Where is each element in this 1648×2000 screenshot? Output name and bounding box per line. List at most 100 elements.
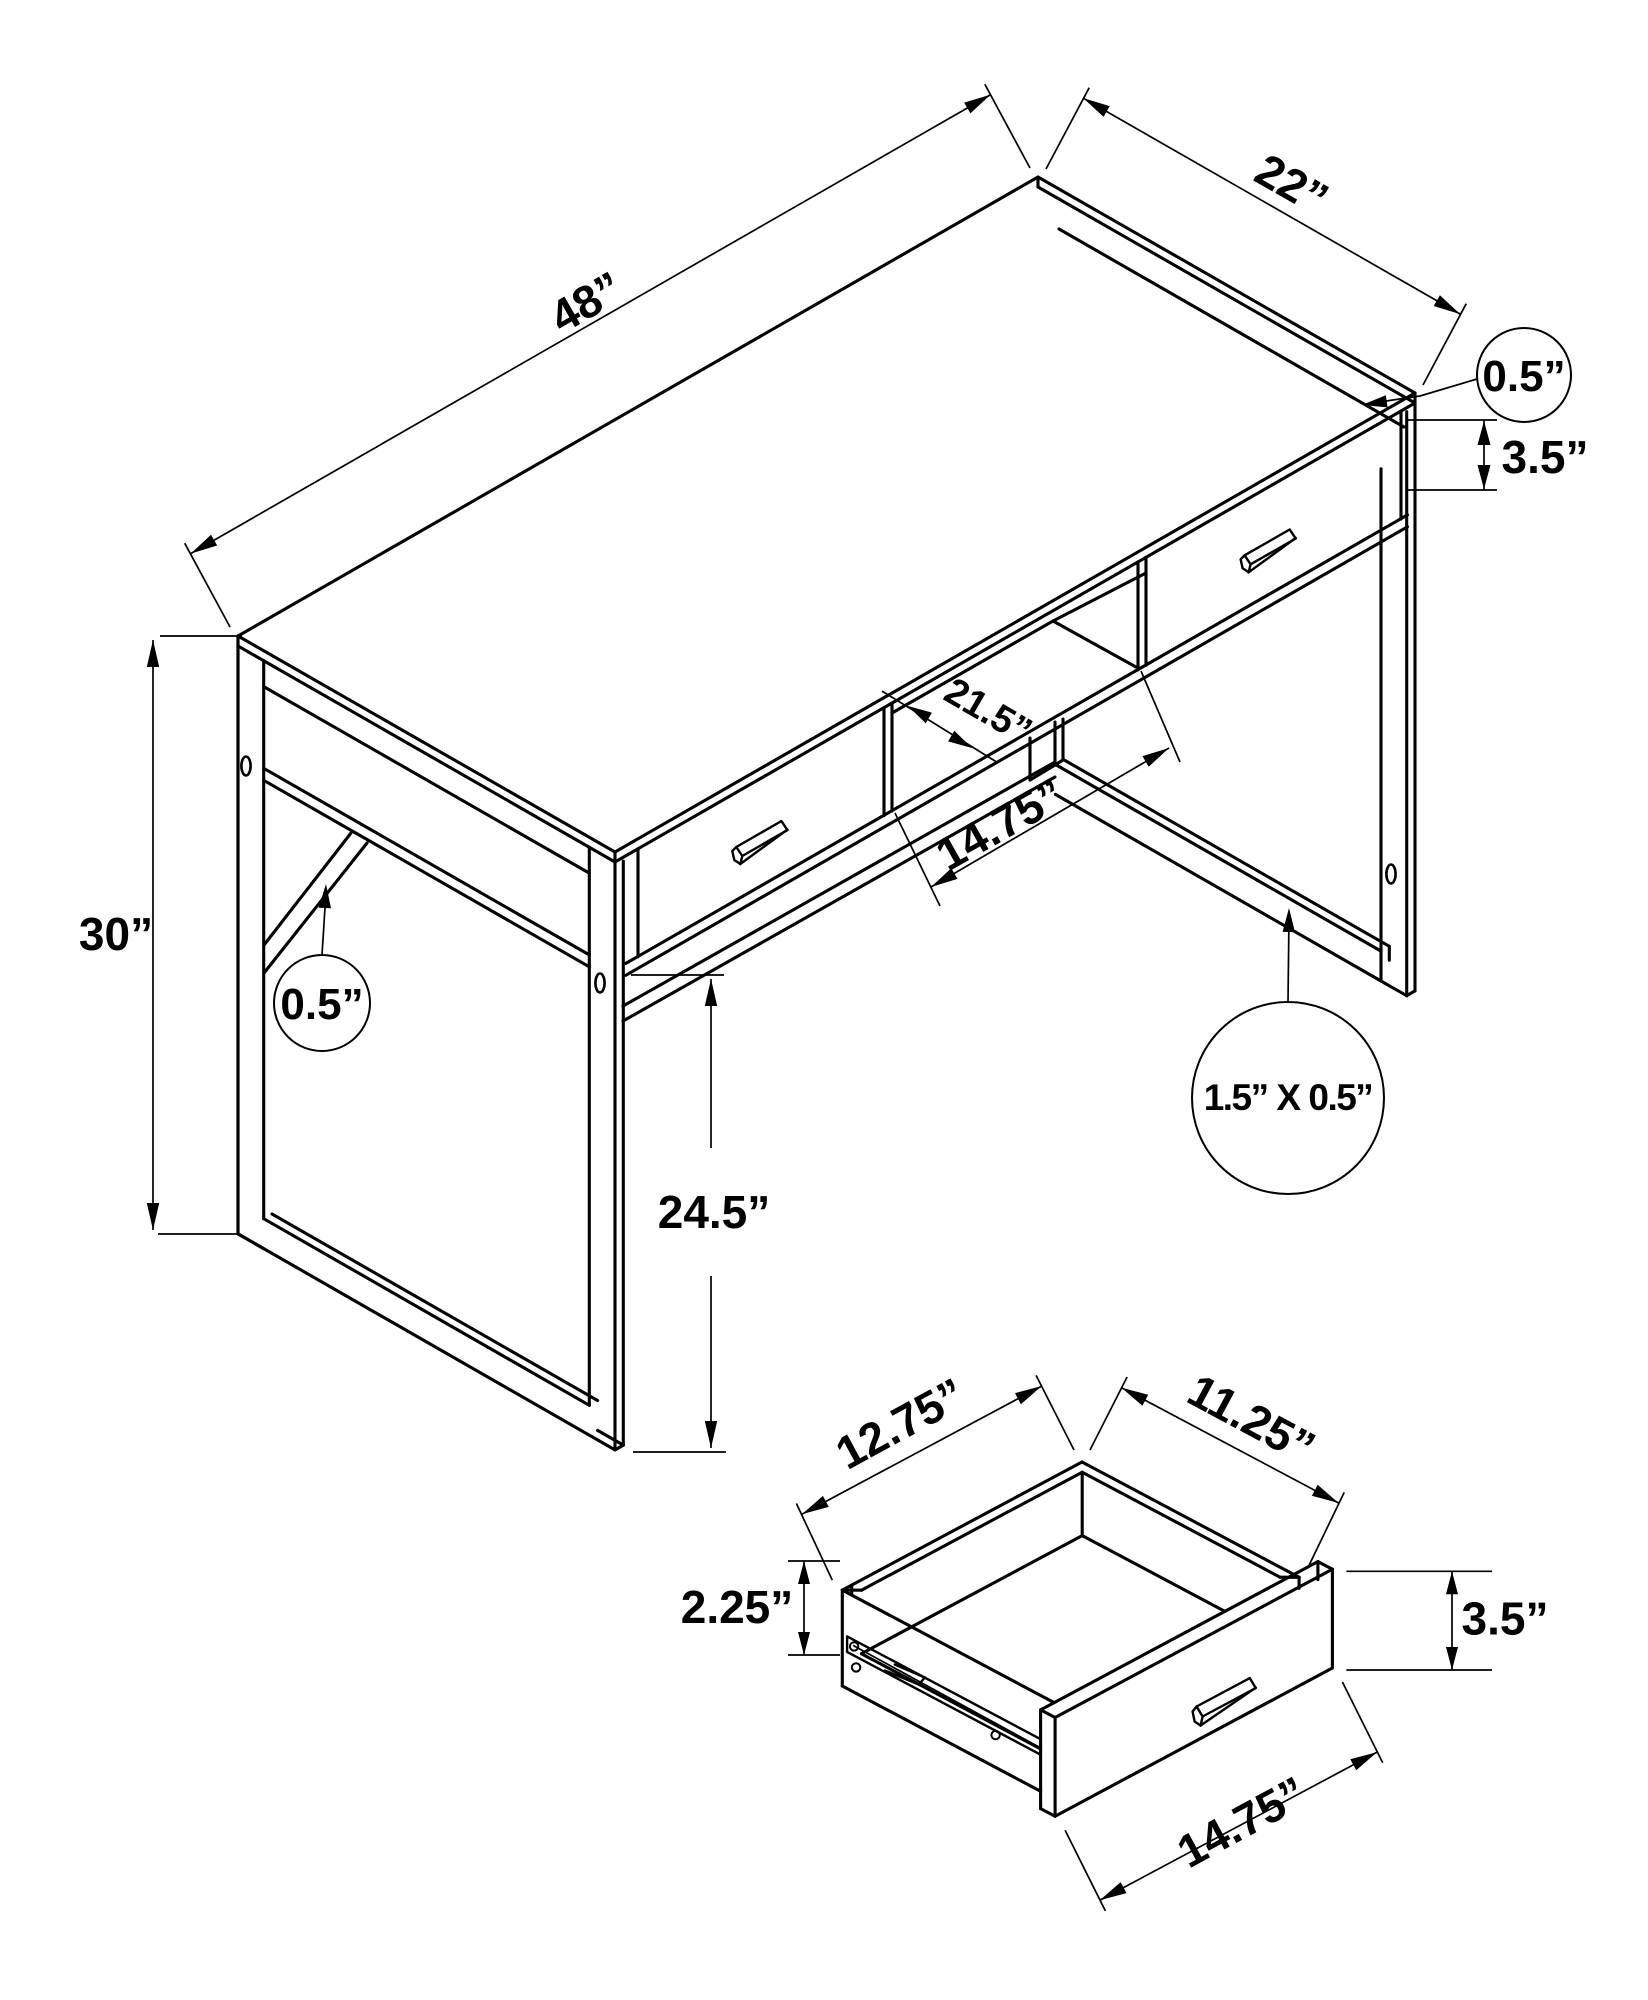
right-rail-inner-top xyxy=(1053,762,1383,953)
callout-top-thickness-leader xyxy=(1419,378,1478,397)
drawer-detail-view: 12.75” 11.25” 2.25” 3.5” 14.75” xyxy=(681,1364,1549,1912)
dim-22-ext-2 xyxy=(1422,303,1467,386)
dim-arrowhead xyxy=(1142,748,1169,767)
left-back-leg-bottom-cap xyxy=(236,1232,266,1251)
screw-hole-mark xyxy=(240,755,252,777)
screw-hole-mark xyxy=(1385,863,1397,885)
drawer-panel-top-back-edge xyxy=(1039,1560,1320,1712)
dim-22-ext-1 xyxy=(1045,87,1090,170)
drawer-slide-rail xyxy=(845,1635,1042,1756)
dim-arrowhead xyxy=(798,1561,810,1584)
drawer-back-rim-inner xyxy=(859,1470,1084,1592)
dim-overall-height: 30” xyxy=(79,908,153,960)
left-frame-top-rail-bottom xyxy=(262,685,591,875)
dim-arrowhead xyxy=(146,640,160,667)
drawer-panel-top-left-edge xyxy=(1039,1708,1057,1720)
desk-isometric-view: 48” 22” 0.5” 3.5” 30” 0.5” 24.5” 21.5” 1… xyxy=(79,83,1589,1453)
drawer-detail-handle xyxy=(1191,1676,1258,1727)
dim-arrowhead xyxy=(798,1632,810,1655)
dim-arrowhead xyxy=(704,1421,718,1448)
back-stretcher-top xyxy=(621,760,1057,1008)
dim-1125-ext-2 xyxy=(1307,1492,1345,1568)
dim-clearance-height: 24.5” xyxy=(658,1186,771,1238)
screw-hole-mark xyxy=(594,972,606,994)
right-front-leg-cap1 xyxy=(1405,989,1417,998)
dim-arrowhead xyxy=(1446,1571,1458,1595)
dim-1125-line xyxy=(1121,1386,1339,1504)
right-rail-outer-top xyxy=(1062,758,1391,948)
dim-top-thickness: 0.5” xyxy=(1482,352,1565,401)
drawer-right-rim-inner xyxy=(1080,1470,1282,1579)
dim-arrowhead xyxy=(1311,1484,1339,1503)
dim-arrowhead xyxy=(1121,1387,1149,1406)
dim-drawer-front-height: 3.5” xyxy=(1462,1593,1549,1645)
dim-desk-depth: 22” xyxy=(1247,143,1337,225)
dim-arrowhead xyxy=(931,868,958,887)
left-frame-bottom-rail-inner-top xyxy=(270,1212,600,1403)
dim-brace-thickness: 0.5” xyxy=(280,980,363,1029)
drawer-left-wall-bottom xyxy=(840,1684,1043,1793)
drawer-floor-back-edge xyxy=(859,1534,1084,1656)
back-stretcher-front xyxy=(621,775,1057,1023)
dim-48-ext-1 xyxy=(984,83,1031,169)
desktop-edge-front-bottom xyxy=(613,401,1417,864)
right-frame-top-rail-bottom xyxy=(1057,227,1406,429)
dim-1475-line xyxy=(930,747,1170,888)
dim-arrowhead xyxy=(1083,98,1110,117)
dim-opening-width: 14.75” xyxy=(927,767,1073,880)
dim-arrowhead xyxy=(964,94,991,114)
desktop-edge-right-bottom xyxy=(1036,185,1417,405)
dim-48-ext-2 xyxy=(183,542,231,628)
dim-1275-line xyxy=(801,1385,1043,1515)
dim-arrowhead xyxy=(318,884,331,909)
drawer-floor-left-edge xyxy=(859,1652,1043,1751)
dim-desk-length: 48” xyxy=(541,261,631,343)
back-right-leg-bottom2 xyxy=(1053,758,1065,767)
callout-top-thickness-circle xyxy=(1476,327,1572,423)
left-frame-brace-upper xyxy=(262,831,353,947)
dim-d1475-line xyxy=(1099,1751,1378,1902)
back-right-leg-bottom xyxy=(1028,763,1057,782)
drawer-panel-bottom-edge xyxy=(1053,1666,1334,1818)
dim-1475-ext-1 xyxy=(894,812,941,907)
left-frame-box-rail-bottom xyxy=(262,778,591,969)
dim-arrowhead xyxy=(190,534,218,554)
dim-1275-ext-2 xyxy=(795,1503,834,1581)
cubby-floor-horizon xyxy=(890,619,1055,715)
desktop-edge-left-bottom xyxy=(236,644,617,864)
dim-arrowhead xyxy=(1433,295,1461,315)
dim-tube-size: 1.5” X 0.5” xyxy=(1204,1077,1373,1118)
dim-1275-ext-1 xyxy=(1035,1375,1075,1451)
dim-d1475-ext-2 xyxy=(1064,1829,1107,1912)
dim-drawer-front-height: 3.5” xyxy=(1502,431,1589,483)
dim-arrowhead xyxy=(1015,1386,1042,1405)
dim-215-line xyxy=(881,690,999,764)
left-frame-box-rail-top xyxy=(262,766,591,957)
left-front-leg-bottom-cap2 xyxy=(596,1428,625,1447)
drawer-panel-bottom-left-edge xyxy=(1039,1807,1057,1818)
desk-dimensions: 48” 22” 0.5” 3.5” 30” 0.5” 24.5” 21.5” 1… xyxy=(79,83,1589,1453)
right-rail-inner-bottom xyxy=(1053,792,1383,983)
dim-arrowhead xyxy=(1099,1882,1127,1901)
front-band-bottom-1 xyxy=(624,513,1410,965)
dim-arrowhead xyxy=(704,979,718,1006)
desktop-outline xyxy=(236,175,1417,854)
dim-arrowhead xyxy=(802,1495,829,1515)
left-frame-brace-lower xyxy=(262,841,369,975)
drawer-panel-top-front-edge xyxy=(1053,1567,1334,1720)
dim-d1475-ext-1 xyxy=(1341,1681,1384,1764)
drawer-dimensions: 12.75” 11.25” 2.25” 3.5” 14.75” xyxy=(681,1364,1549,1912)
drawer-back-rim-outer xyxy=(840,1460,1084,1592)
dim-drawer-front-width: 14.75” xyxy=(1169,1766,1315,1878)
dim-arrowhead xyxy=(948,730,972,748)
drawer-panel-top-right-edge xyxy=(1316,1560,1334,1571)
dim-arrowhead xyxy=(908,706,932,724)
left-frame-bottom-rail-top xyxy=(262,1217,591,1407)
dim-48-line xyxy=(190,93,992,555)
right-drawer-handle xyxy=(1239,528,1297,574)
cubby-divider-top-edge xyxy=(1051,571,1148,623)
left-frame-bottom-outer xyxy=(236,1232,617,1452)
dim-arrowhead xyxy=(1446,1647,1458,1670)
cubby-divider-floor-junction xyxy=(1051,619,1138,669)
